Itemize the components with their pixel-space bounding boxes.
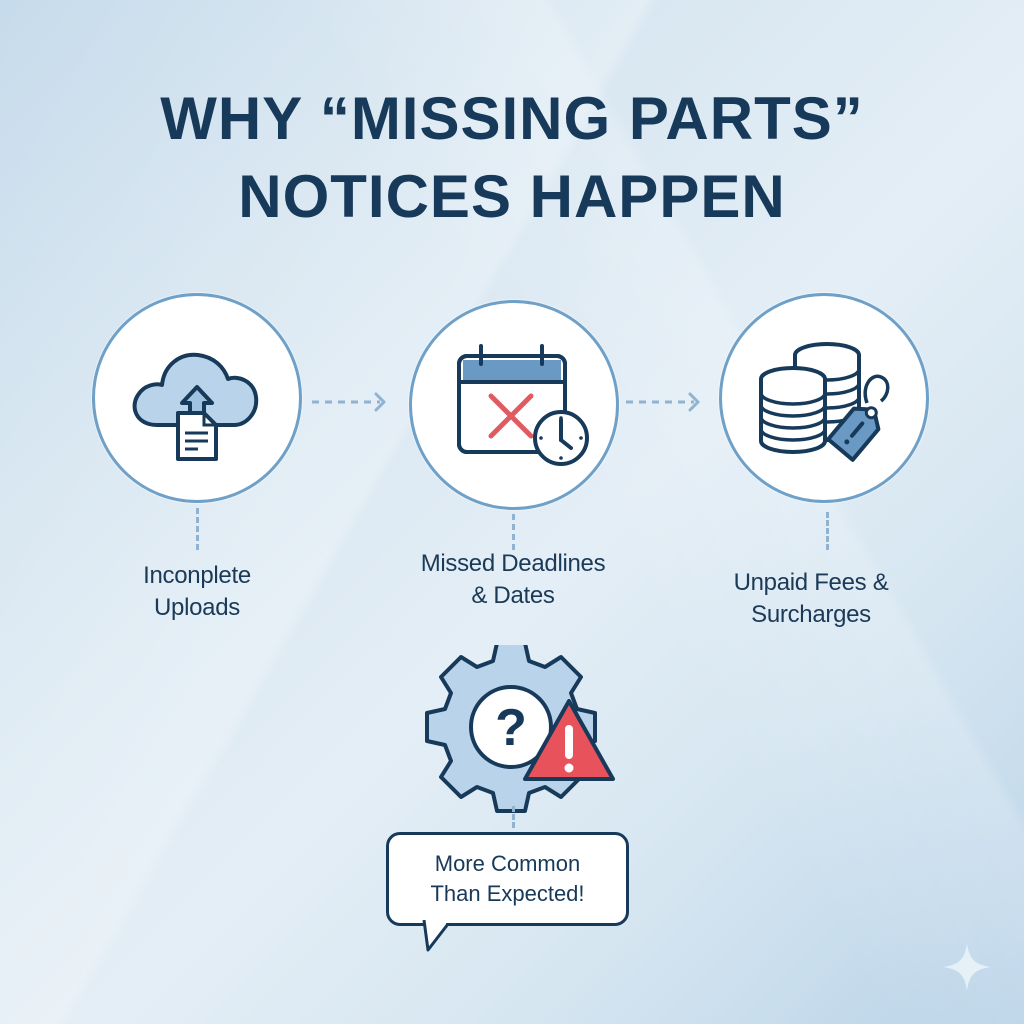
step-1-circle — [92, 293, 302, 503]
callout-line-2: Than Expected! — [430, 881, 585, 906]
step-3-label: Unpaid Fees & Surcharges — [734, 567, 889, 631]
connector-3 — [826, 512, 832, 550]
step-1-label-line-2: Uploads — [154, 594, 240, 621]
page-title: WHY “MISSING PARTS” NOTICES HAPPEN — [0, 80, 1024, 236]
svg-text:?: ? — [495, 699, 527, 757]
step-1-label-line-1: Inconplete — [143, 562, 251, 589]
callout-bubble: More Common Than Expected! — [386, 832, 629, 926]
callout-line-1: More Common — [434, 851, 581, 876]
gear-question-warning-icon: ? — [425, 645, 615, 813]
step-2-label: Missed Deadlines & Dates — [421, 548, 606, 612]
connector-1 — [196, 508, 202, 550]
step-3-label-line-1: Unpaid Fees & — [733, 569, 889, 596]
step-1-label: Inconplete Uploads — [143, 560, 251, 624]
sparkle-icon — [943, 943, 991, 991]
step-2-label-line-2: & Dates — [471, 582, 555, 609]
cloud-upload-document-icon — [132, 352, 259, 461]
step-2-label-line-1: Missed Deadlines — [420, 550, 606, 577]
coins-price-tag-icon — [759, 342, 890, 462]
dashed-arrow-2 — [626, 392, 700, 412]
dashed-arrow-1 — [312, 392, 386, 412]
connector-callout — [512, 806, 518, 828]
step-3-circle — [719, 293, 929, 503]
step-3-label-line-2: Surcharges — [751, 601, 871, 628]
title-line-1: WHY “MISSING PARTS” — [160, 85, 864, 152]
title-line-2: NOTICES HAPPEN — [238, 163, 786, 230]
step-2-circle — [409, 300, 619, 510]
calendar-missed-clock-icon — [457, 344, 589, 466]
speech-bubble-tail — [422, 920, 450, 952]
connector-2 — [512, 514, 518, 550]
